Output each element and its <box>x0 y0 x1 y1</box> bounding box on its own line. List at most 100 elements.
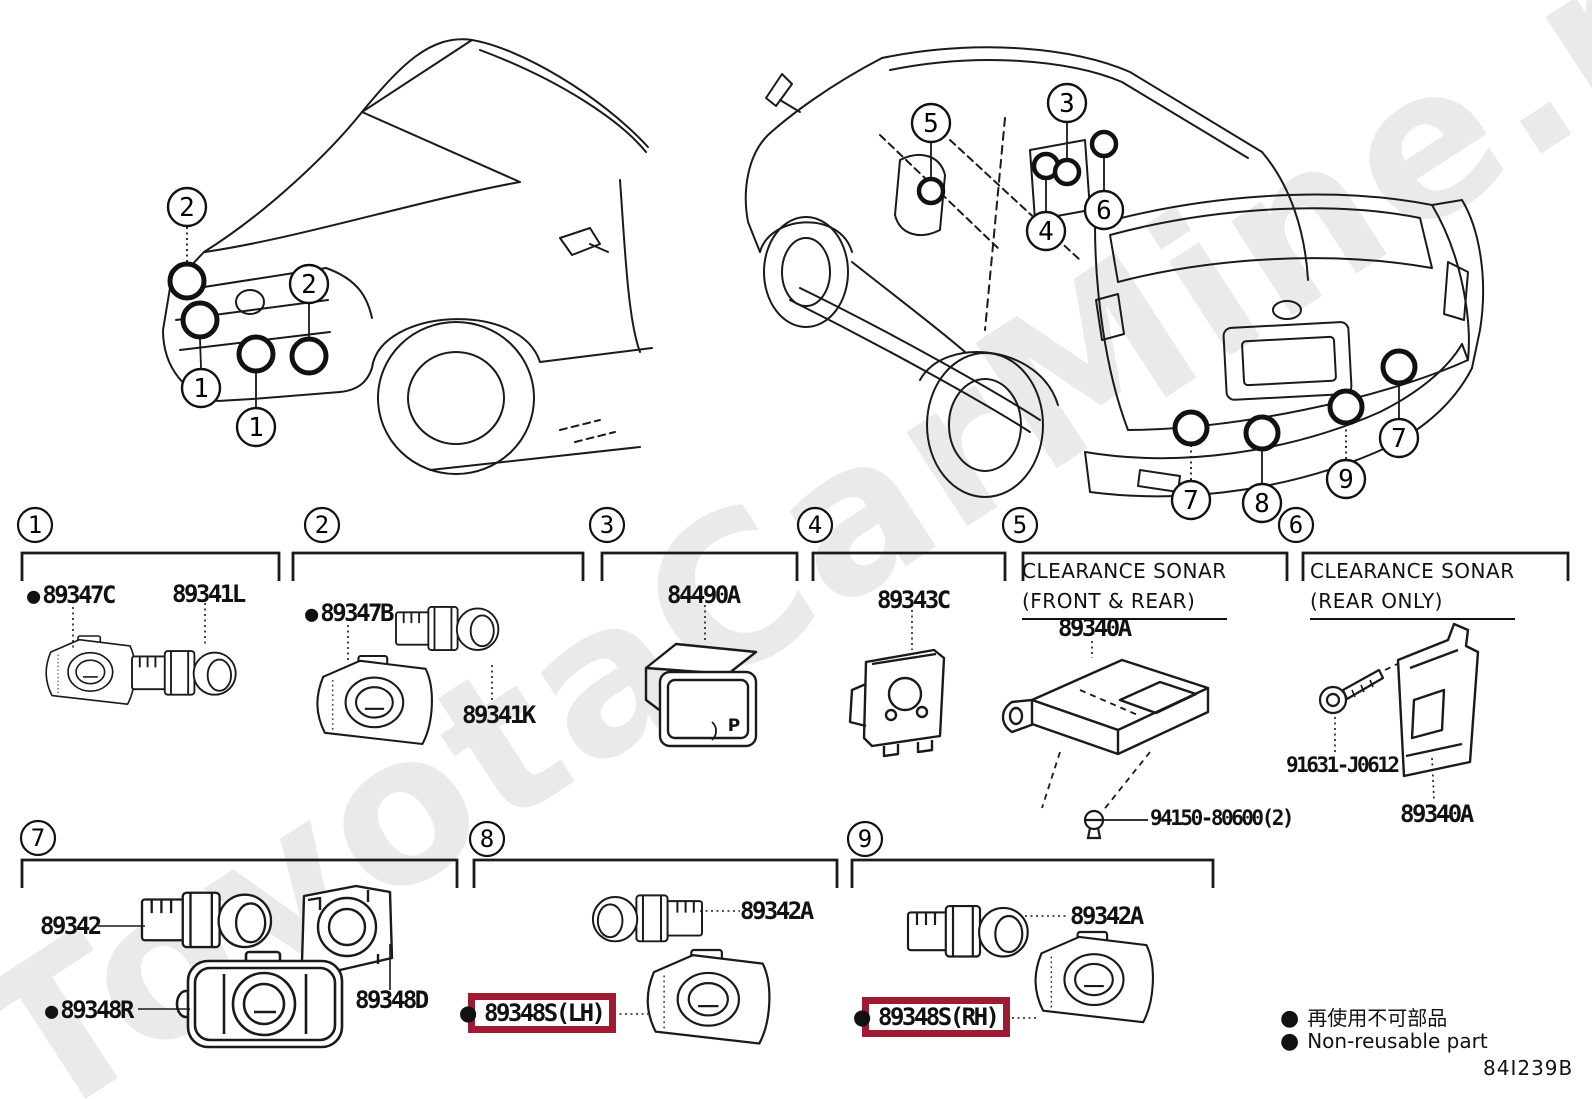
part-number: 89341K <box>462 701 536 729</box>
part-drawing-s1-bezel <box>45 635 136 706</box>
section-number: 7 <box>31 824 45 852</box>
part-number: 89348S(LH) <box>484 999 606 1027</box>
section-circle-6: 6 <box>1277 506 1315 544</box>
section-circle-9: 9 <box>846 820 884 858</box>
part-label-91631-J0612: 91631-J0612 <box>1286 753 1400 777</box>
section-circle-8: 8 <box>468 820 506 858</box>
part-drawing-s7-bezel <box>175 950 344 1049</box>
callout-rear-7b: 7 <box>1378 417 1420 459</box>
section-number: 6 <box>1289 511 1303 539</box>
part-label-89348D: 89348D <box>355 986 429 1014</box>
part-number: 89348S(RH) <box>878 1003 1000 1031</box>
callout-number: 9 <box>1338 465 1354 495</box>
part-label-94150-80600: 94150-80600(2) <box>1150 806 1295 830</box>
non-reusable-bullet: ● <box>1280 1029 1300 1054</box>
legend-text-en: Non-reusable part <box>1307 1029 1488 1053</box>
callout-front-1a: 1 <box>180 367 222 409</box>
part-label-89348R: ●89348R <box>45 996 134 1024</box>
header-line-2: (REAR ONLY) <box>1310 589 1443 613</box>
section-circle-7: 7 <box>19 819 57 857</box>
part-drawing-s6-screw <box>1318 656 1413 752</box>
callout-rear-4: 4 <box>1025 210 1067 252</box>
header-line-2: (FRONT & REAR) <box>1022 589 1196 613</box>
part-number: 89347B <box>320 599 394 627</box>
callout-number: 7 <box>1391 424 1407 454</box>
section-circle-2: 2 <box>303 506 341 544</box>
part-drawing-s6-bracket <box>1396 622 1480 801</box>
legend-text-jp: 再使用不可部品 <box>1307 1006 1448 1030</box>
part-label-89341L: 89341L <box>172 581 246 607</box>
non-reusable-bullet: ● <box>27 584 41 609</box>
diagram-code: 84I239B <box>1483 1056 1574 1080</box>
part-label-84490A: 84490A <box>667 581 741 609</box>
part-drawing-s1-sensor <box>131 650 237 696</box>
part-number: 89348R <box>60 996 134 1024</box>
callout-rear-9: 9 <box>1325 458 1367 500</box>
part-drawing-s4-bracket <box>848 648 946 758</box>
section-circle-4: 4 <box>796 506 834 544</box>
legend-non-reusable-en: ● Non-reusable part <box>1280 1029 1488 1054</box>
part-drawing-s7-sensor <box>140 891 273 949</box>
section6-header: CLEARANCE SONAR (REAR ONLY) <box>1310 556 1515 620</box>
section-number: 8 <box>480 825 494 853</box>
callout-number: 1 <box>248 413 264 443</box>
part-number: 89348D <box>355 986 429 1014</box>
part-number: 89340A <box>1058 614 1132 642</box>
highlighted-part-89348S-LH: ● 89348S(LH) <box>460 993 616 1033</box>
callout-number: 8 <box>1254 489 1270 519</box>
part-number: 89343C <box>877 586 951 614</box>
non-reusable-bullet: ● <box>305 602 319 627</box>
header-line-1: CLEARANCE SONAR <box>1022 559 1227 583</box>
callout-front-1b: 1 <box>235 406 277 448</box>
callout-number: 7 <box>1183 486 1199 516</box>
part-label-89342A-lh: 89342A <box>740 897 814 925</box>
callout-number: 3 <box>1059 89 1075 119</box>
callout-number: 6 <box>1096 196 1112 226</box>
callout-number: 2 <box>179 193 195 223</box>
callout-rear-3: 3 <box>1046 82 1088 124</box>
section-number-circles: 1 2 3 4 5 6 7 <box>16 506 1315 858</box>
non-reusable-bullet: ● <box>45 999 59 1024</box>
section-number: 4 <box>808 511 822 539</box>
part-number: 94150-80600(2) <box>1150 806 1295 830</box>
car-callouts: 2 1 1 2 5 3 4 <box>166 82 1420 524</box>
non-reusable-bullet: ● <box>854 1001 871 1033</box>
header-line-1: CLEARANCE SONAR <box>1310 559 1515 583</box>
part-drawing-s8-bezel <box>646 948 771 1045</box>
label-leader-lines <box>72 603 1093 1019</box>
part-drawing-s3-switch: P <box>644 642 758 748</box>
part-label-89342: 89342 <box>40 912 102 940</box>
switch-park-sonar-glyph: P <box>728 716 740 736</box>
part-number: 89340A <box>1400 800 1474 828</box>
callout-front-2b: 2 <box>288 263 330 305</box>
front-car-drawing <box>162 38 653 475</box>
part-number: 89342A <box>1070 902 1144 930</box>
section-circle-3: 3 <box>588 506 626 544</box>
legend-non-reusable-jp: ●再使用不可部品 <box>1280 1002 1447 1031</box>
part-drawing-s9-sensor <box>906 905 1029 958</box>
part-drawing-s8-sensor <box>591 894 703 943</box>
part-drawing-s5-ecu <box>1001 658 1210 813</box>
callout-front-2a: 2 <box>166 186 208 228</box>
callout-rear-8: 8 <box>1241 482 1283 524</box>
part-number: 91631-J0612 <box>1286 753 1400 777</box>
part-number: 89342A <box>740 897 814 925</box>
callout-leader-lines <box>186 123 1400 483</box>
section-circle-5: 5 <box>1001 506 1039 544</box>
callout-rear-5: 5 <box>910 102 952 144</box>
part-number: 89342 <box>40 912 102 940</box>
part-number: 84490A <box>667 581 741 609</box>
part-drawing-s9-bezel <box>1034 930 1154 1024</box>
rear-car-drawing <box>744 46 1485 498</box>
highlighted-part-89348S-RH: ● 89348S(RH) <box>854 997 1010 1037</box>
section-number: 1 <box>28 511 42 539</box>
part-label-89342A-rh: 89342A <box>1070 902 1144 930</box>
callout-rear-6: 6 <box>1083 189 1125 231</box>
part-drawing-s7-holder <box>300 884 394 972</box>
part-label-89341K: 89341K <box>462 701 536 729</box>
part-label-89347B: ●89347B <box>305 599 394 627</box>
part-label-89340A-front: 89340A <box>1058 614 1132 642</box>
part-label-89347C: ●89347C <box>27 582 116 609</box>
